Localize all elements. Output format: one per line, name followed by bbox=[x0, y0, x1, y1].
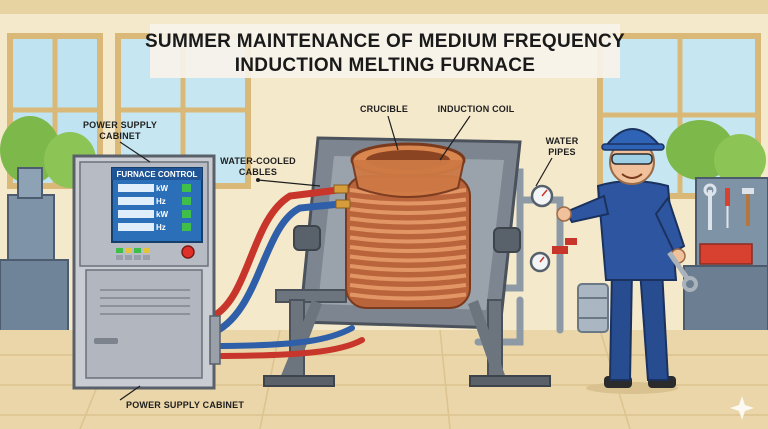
cable-connectors bbox=[333, 184, 351, 209]
cabinet-vents bbox=[100, 289, 190, 315]
readout-display bbox=[118, 197, 154, 205]
callout-dot bbox=[256, 178, 260, 182]
hammer-icon bbox=[742, 188, 754, 226]
coil-turn bbox=[349, 245, 467, 253]
coil-turn bbox=[349, 226, 467, 234]
readout-indicator bbox=[182, 197, 191, 205]
control-buttons bbox=[116, 245, 195, 260]
label-water-pipes-1: WATER bbox=[546, 136, 579, 146]
barrel bbox=[577, 283, 609, 333]
crucible bbox=[350, 142, 466, 198]
readout-indicator bbox=[182, 184, 191, 192]
title-line-2: INDUCTION MELTING FURNACE bbox=[235, 55, 536, 76]
control-panel-header: FURNACE CONTROL bbox=[117, 170, 198, 179]
readout-unit: Hz bbox=[156, 197, 166, 206]
callout-lines bbox=[119, 115, 553, 401]
readout-unit: Hz bbox=[156, 223, 166, 232]
wrench-icon bbox=[667, 251, 698, 292]
control-panel: FURNACE CONTROL kW Hz kW Hz bbox=[111, 167, 203, 260]
cabinet-handle bbox=[94, 338, 118, 344]
tool-board bbox=[683, 177, 768, 335]
control-header-bar bbox=[112, 168, 202, 180]
induction-coil bbox=[345, 175, 471, 309]
readout-display bbox=[118, 184, 154, 192]
readout-display bbox=[118, 223, 154, 231]
title-line-1: SUMMER MAINTENANCE OF MEDIUM FREQUENCY bbox=[145, 31, 625, 52]
coil-turn bbox=[349, 283, 467, 291]
pressure-gauge-icon bbox=[529, 184, 554, 273]
readout-display bbox=[118, 210, 154, 218]
coil-turn bbox=[349, 264, 467, 272]
coil-turn bbox=[349, 254, 467, 263]
label-water-cooled-2: CABLES bbox=[239, 167, 277, 177]
label-water-pipes-2: PIPES bbox=[548, 147, 576, 157]
workbench bbox=[683, 265, 768, 335]
trees bbox=[0, 116, 766, 188]
label-power-supply-cabinet-top-2: CABINET bbox=[99, 131, 141, 141]
toolbox bbox=[699, 243, 753, 265]
readout-indicator bbox=[182, 210, 191, 218]
title-banner bbox=[150, 24, 620, 78]
water-cooled-cables bbox=[206, 186, 365, 359]
label-power-supply-cabinet-bottom: POWER SUPPLY CABINET bbox=[126, 400, 244, 410]
readout-indicator bbox=[182, 223, 191, 231]
coil-turn bbox=[349, 273, 467, 282]
background-machine bbox=[0, 167, 69, 335]
ceiling-beam bbox=[0, 0, 768, 14]
readouts: kW Hz kW Hz bbox=[118, 184, 191, 232]
readout-unit: kW bbox=[156, 184, 168, 193]
pipe-valves bbox=[552, 238, 577, 254]
wrench-icon bbox=[703, 183, 717, 230]
label-crucible: CRUCIBLE bbox=[360, 104, 408, 114]
cable-ports bbox=[209, 315, 221, 365]
worker bbox=[556, 128, 698, 394]
label-induction-coil: INDUCTION COIL bbox=[438, 104, 515, 114]
coil-turn bbox=[349, 197, 467, 206]
coil-turn bbox=[349, 216, 467, 225]
screwdriver-icon bbox=[725, 188, 730, 228]
label-power-supply-cabinet-top-1: POWER SUPPLY bbox=[83, 120, 157, 130]
coil-turn bbox=[349, 207, 467, 215]
coil-turn bbox=[349, 235, 467, 244]
coil-turn bbox=[349, 292, 467, 301]
label-water-cooled-1: WATER-COOLED bbox=[220, 156, 296, 166]
readout-unit: kW bbox=[156, 210, 168, 219]
emergency-stop-button bbox=[181, 245, 195, 259]
sparkle-icon bbox=[730, 396, 754, 420]
